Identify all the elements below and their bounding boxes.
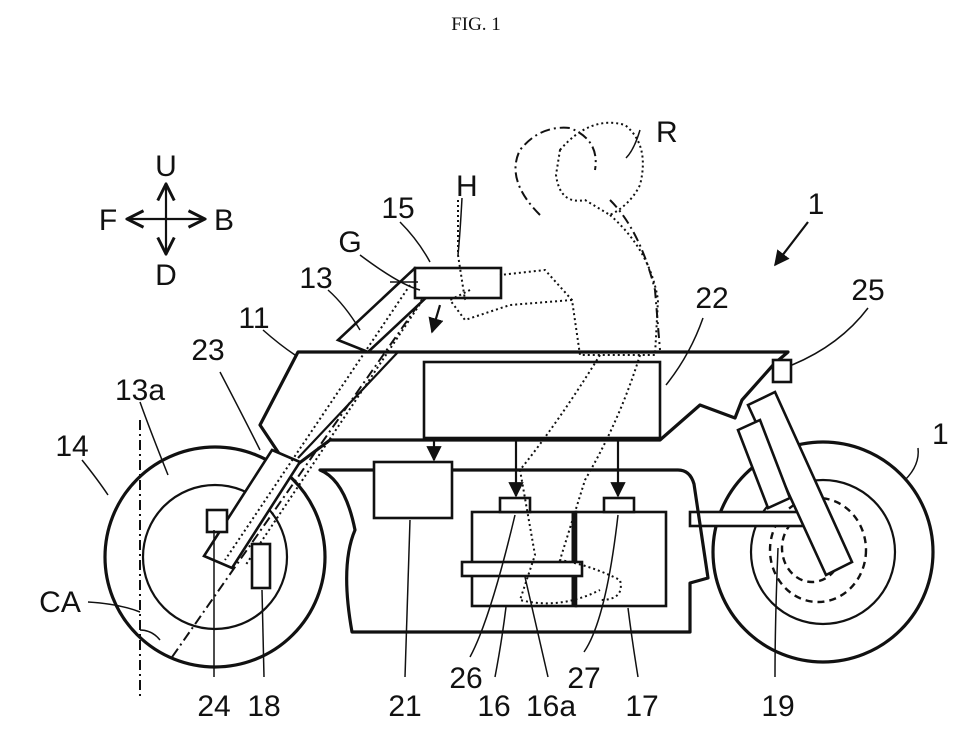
direction-down-label: D (155, 259, 177, 292)
label-handlebar: 15 (381, 192, 414, 225)
box-21 (372, 460, 454, 520)
label-rear-wheel-partial: 1 (932, 418, 949, 451)
label-angle: CA (39, 586, 81, 619)
label-rear-wheel-part: 19 (761, 690, 794, 723)
lamp-25 (771, 358, 793, 384)
direction-front-label: F (99, 204, 117, 237)
label-controller: 22 (695, 282, 728, 315)
unit-17 (574, 510, 668, 608)
battery-16 (470, 510, 578, 608)
label-sensor-18: 18 (247, 690, 280, 723)
signal-arrows (426, 438, 626, 498)
label-vehicle-body: 11 (238, 302, 269, 335)
front-wheel (103, 445, 327, 669)
swing-arm (688, 390, 854, 577)
label-box-21: 21 (388, 690, 421, 723)
label-terminal-26: 26 (449, 662, 482, 695)
battery-band-16a (460, 560, 584, 578)
label-handle: H (456, 170, 478, 203)
sensor-18 (250, 542, 272, 590)
controller-22 (422, 360, 662, 440)
direction-back-label: B (214, 204, 234, 237)
terminal-26 (498, 496, 532, 514)
leader-lines (81, 129, 919, 678)
label-terminal-27: 27 (567, 662, 600, 695)
label-unit-17: 17 (625, 690, 658, 723)
handlebar (390, 266, 503, 334)
label-battery-part: 16a (526, 690, 576, 723)
label-front-wheel: 14 (55, 430, 88, 463)
lower-body (318, 468, 710, 634)
label-steering-shaft: 13 (299, 262, 332, 295)
label-battery: 16 (477, 690, 510, 723)
label-fork: 23 (191, 334, 224, 367)
label-steering-axis: 13a (115, 374, 165, 407)
figure-title: FIG. 1 (451, 14, 501, 35)
direction-up-label: U (155, 150, 177, 183)
label-motorcycle: 1 (808, 188, 825, 221)
rider-silhouette (514, 126, 661, 351)
label-grip: G (338, 226, 361, 259)
steering-column (169, 266, 448, 661)
direction-compass: U D F B (99, 150, 234, 292)
label-sensor-24: 24 (197, 690, 230, 723)
label-rider: R (656, 116, 678, 149)
label-lamp: 25 (851, 274, 884, 307)
terminal-27 (602, 496, 636, 514)
